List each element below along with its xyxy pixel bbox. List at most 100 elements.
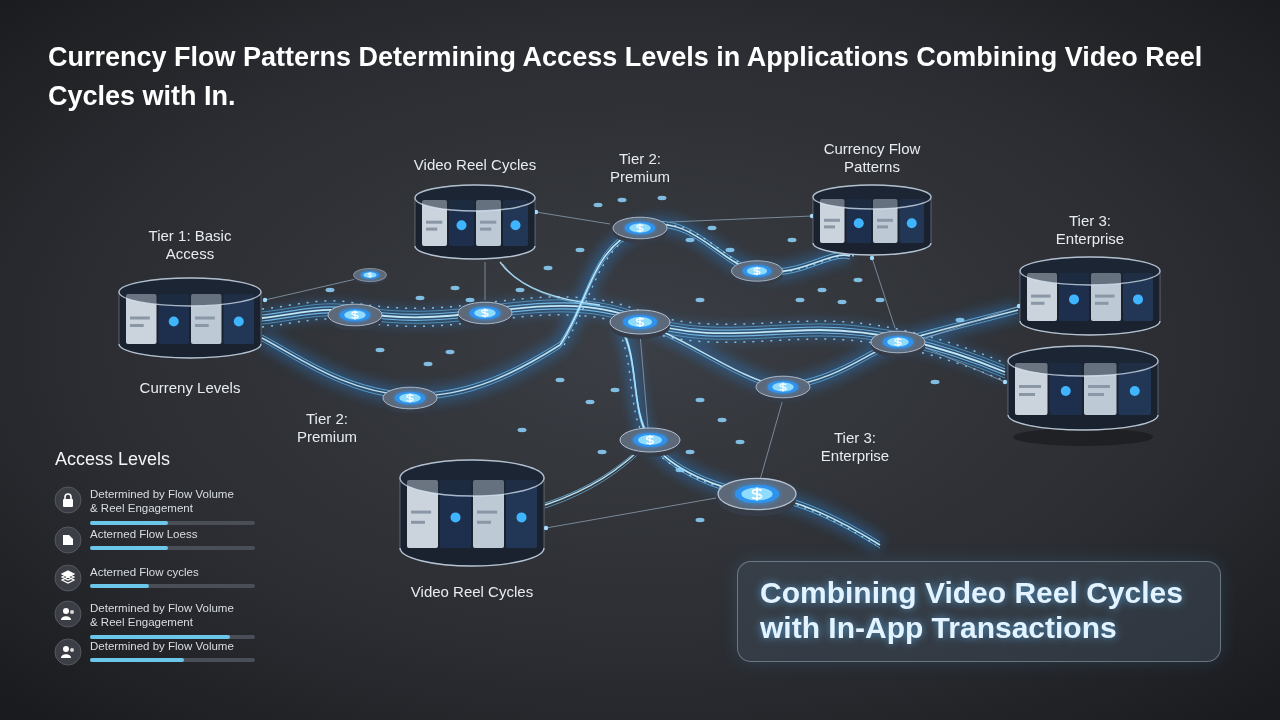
ring-rim bbox=[1020, 257, 1160, 285]
flow-strand bbox=[503, 264, 603, 307]
coin bbox=[458, 302, 512, 328]
ring-label: Video Reel Cycles bbox=[414, 156, 536, 174]
screen-line bbox=[477, 521, 491, 524]
token-dot bbox=[686, 238, 695, 242]
screen-line bbox=[480, 228, 491, 231]
tag-glyph bbox=[63, 535, 73, 545]
network-line bbox=[485, 262, 486, 300]
user-body bbox=[61, 616, 71, 620]
ring-rim bbox=[119, 278, 261, 306]
token-dot bbox=[594, 203, 603, 207]
ring-rim bbox=[1008, 346, 1158, 376]
token-dot bbox=[326, 288, 335, 292]
ring-label: Video Reel Cycles bbox=[411, 583, 533, 601]
legend-icon-disc bbox=[55, 601, 81, 627]
legend-item: Determined by Flow Volume bbox=[55, 639, 255, 665]
flow-glow-path bbox=[783, 310, 1018, 387]
flow-strand bbox=[262, 303, 1005, 369]
tier-label: Tier 2: Premium bbox=[294, 410, 360, 446]
screen-line bbox=[1095, 302, 1109, 305]
network-lines bbox=[265, 212, 1019, 528]
network-line bbox=[265, 279, 356, 300]
progress-bar bbox=[90, 635, 255, 639]
token-dot bbox=[708, 226, 717, 230]
token-dot bbox=[446, 350, 455, 354]
legend-item: Determined by Flow Volume & Reel Engagem… bbox=[55, 601, 255, 639]
coin bbox=[756, 376, 810, 402]
flow-bundle bbox=[262, 221, 1018, 548]
network-line bbox=[926, 306, 1019, 338]
flow-particles bbox=[564, 224, 854, 345]
coin bbox=[328, 304, 382, 330]
coin bbox=[718, 478, 796, 516]
ring-rim bbox=[415, 185, 535, 211]
legend-item: Acterned Flow Loess bbox=[55, 527, 255, 553]
legend-column: Determined by Flow Volume bbox=[90, 639, 255, 662]
screen-line bbox=[1019, 385, 1041, 388]
legend-column: Determined by Flow Volume & Reel Engagem… bbox=[90, 487, 255, 525]
ring-band bbox=[119, 278, 261, 358]
screen-line bbox=[1088, 385, 1110, 388]
ring-rim bbox=[813, 243, 931, 255]
ring-rim bbox=[400, 460, 544, 496]
screen-avatar bbox=[511, 220, 521, 230]
legend-icon bbox=[55, 639, 81, 665]
screen-line bbox=[1095, 295, 1115, 298]
legend-column: Acterned Flow Loess bbox=[90, 527, 255, 550]
token-dot bbox=[718, 418, 727, 422]
screen-line bbox=[130, 324, 144, 327]
token-dot bbox=[618, 198, 627, 202]
line-end-dots bbox=[263, 210, 1021, 530]
token-dot bbox=[796, 298, 805, 302]
progress-fill bbox=[90, 521, 168, 525]
diagram-title: Currency Flow Patterns Determining Acces… bbox=[48, 38, 1208, 116]
screen-line bbox=[824, 225, 835, 228]
ring-rim bbox=[415, 246, 535, 259]
screen-avatar bbox=[457, 220, 467, 230]
token-dot bbox=[956, 318, 965, 322]
flow-strand bbox=[262, 300, 1005, 366]
screen-line bbox=[426, 228, 437, 231]
legend-icon-disc bbox=[55, 565, 81, 591]
label-group: Tier 3: Enterprise bbox=[1019, 212, 1161, 248]
token-dot bbox=[416, 296, 425, 300]
reel-ring: Video Reel Cycles bbox=[397, 459, 547, 601]
network-line bbox=[926, 348, 1005, 382]
ring-label: Tier 1: Basic Access bbox=[135, 227, 245, 263]
screen-line bbox=[1019, 393, 1035, 396]
reel-ring-shape bbox=[414, 184, 536, 260]
ring-rim bbox=[400, 548, 544, 566]
legend-heading: Access Levels bbox=[55, 449, 170, 471]
stack-layer bbox=[62, 577, 74, 583]
user-head-second bbox=[70, 648, 74, 652]
screen-line bbox=[477, 511, 497, 514]
screen-line bbox=[877, 219, 893, 222]
progress-fill bbox=[90, 635, 230, 639]
legend-icon bbox=[55, 565, 81, 591]
user-head-second bbox=[70, 610, 74, 614]
coin bbox=[610, 310, 670, 339]
ring-band bbox=[813, 185, 931, 255]
reel-ring-shape bbox=[399, 459, 545, 567]
coin bbox=[871, 331, 925, 357]
screen-avatar bbox=[1069, 294, 1079, 304]
legend-icon-disc bbox=[55, 487, 81, 513]
flow-strand bbox=[560, 224, 850, 345]
label-group: Video Reel Cycles bbox=[397, 583, 547, 601]
reel-ring-shape bbox=[812, 184, 932, 256]
legend-icon-disc bbox=[55, 639, 81, 665]
ring-rim bbox=[1008, 415, 1158, 430]
legend-icon bbox=[55, 527, 81, 553]
progress-fill bbox=[90, 546, 168, 550]
token-dot bbox=[658, 196, 667, 200]
screen-line bbox=[130, 317, 150, 320]
ring-label: Tier 3: Enterprise bbox=[1052, 212, 1128, 248]
flow-glow bbox=[262, 224, 1018, 545]
user-head bbox=[63, 646, 69, 652]
lock-body bbox=[63, 499, 73, 507]
ring-band bbox=[1008, 346, 1158, 430]
token-dot bbox=[736, 440, 745, 444]
label-group: Video Reel Cycles bbox=[400, 156, 550, 174]
